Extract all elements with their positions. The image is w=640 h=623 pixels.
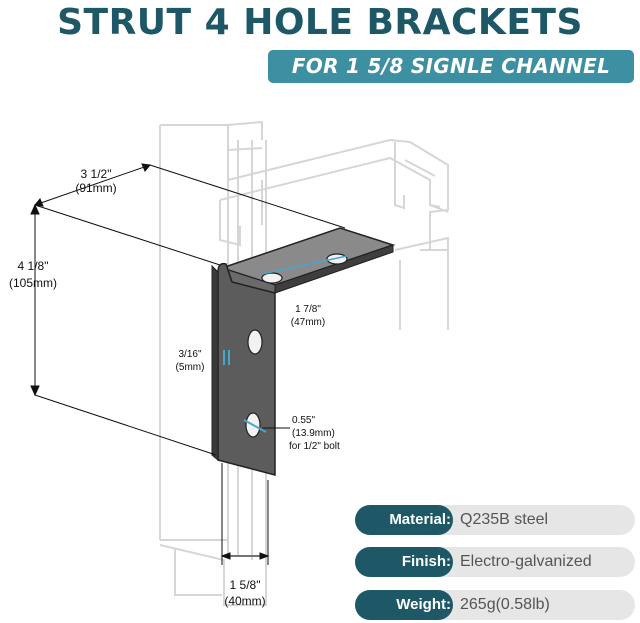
- page-title: STRUT 4 HOLE BRACKETS: [57, 2, 583, 43]
- dim-width-mm: (40mm): [224, 594, 265, 608]
- bracket-shape: [211, 227, 396, 476]
- spec-row-weight: Weight: 265g(0.58lb): [355, 590, 635, 620]
- spec-value-material: Q235B steel: [460, 511, 549, 528]
- dim-thickness-in: 3/16": [178, 349, 201, 360]
- dim-hole-bolt: for 1/2" bolt: [289, 441, 340, 452]
- dim-length-mm: (91mm): [75, 181, 116, 195]
- dim-height-mm: (105mm): [9, 276, 57, 290]
- dim-length-in: 3 1/2": [81, 167, 112, 181]
- spec-label-weight: Weight:: [355, 590, 453, 620]
- hole-top-1: [261, 272, 283, 284]
- hole-side-1: [247, 329, 263, 355]
- dim-hole-dia-mm: (13.9mm): [292, 428, 335, 439]
- dimension-lines: [30, 163, 346, 565]
- dim-hole-dia-in: 0.55": [292, 415, 315, 426]
- spec-row-material: Material: Q235B steel: [355, 505, 635, 535]
- dim-hole-spacing-mm: (47mm): [291, 317, 325, 328]
- dim-hole-spacing-in: 1 7/8": [295, 304, 321, 315]
- subtitle-text: FOR 1 5/8 SIGNLE CHANNEL: [291, 54, 611, 78]
- spec-label-finish: Finish:: [355, 547, 453, 577]
- dim-height-in: 4 1/8": [18, 259, 49, 273]
- spec-label-material: Material:: [355, 505, 453, 535]
- dim-thickness-mm: (5mm): [176, 362, 205, 373]
- subtitle-banner: FOR 1 5/8 SIGNLE CHANNEL: [268, 50, 634, 83]
- spec-row-finish: Finish: Electro-galvanized: [355, 547, 635, 577]
- dim-width-in: 1 5/8": [230, 578, 261, 592]
- spec-value-weight: 265g(0.58lb): [460, 596, 550, 613]
- spec-value-finish: Electro-galvanized: [460, 553, 592, 570]
